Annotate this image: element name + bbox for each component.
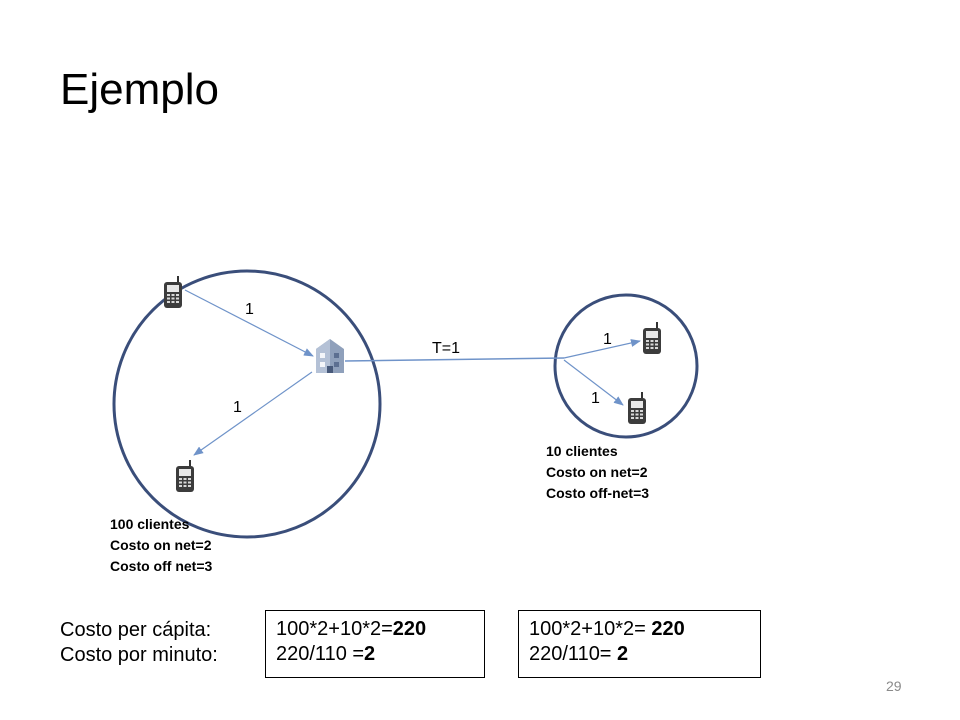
cost-box-2-result: 220 bbox=[651, 618, 685, 640]
inter-cell-link bbox=[344, 357, 565, 362]
right-cell-off-net-cost: Costo off-net=3 bbox=[546, 485, 650, 501]
left-arrow-to-switch bbox=[184, 289, 314, 357]
cost-box-1-division-result: 2 bbox=[364, 643, 376, 665]
cellphone-icon bbox=[163, 275, 183, 309]
cost-labels: Costo per cápita: Costo por minuto: bbox=[60, 618, 218, 668]
cost-per-capita-label: Costo per cápita: bbox=[60, 619, 212, 641]
left-arrow-to-phone bbox=[193, 371, 313, 456]
right-arrow-to-phone-bottom bbox=[563, 359, 624, 406]
right-edge-label-bottom: 1 bbox=[591, 390, 600, 407]
cost-per-minute-label: Costo por minuto: bbox=[60, 644, 218, 666]
right-cell-info: 10 clientes Costo on net=2 Costo off-net… bbox=[546, 441, 649, 504]
cellphone-icon bbox=[175, 459, 195, 493]
cost-box-1-line-1: 100*2+10*2=220 bbox=[276, 617, 474, 642]
cost-box-2-line-1: 100*2+10*2= 220 bbox=[529, 617, 750, 642]
cost-box-2-line-2: 220/110= 2 bbox=[529, 642, 750, 667]
slide-title: Ejemplo bbox=[60, 65, 219, 114]
building-icon bbox=[316, 339, 344, 373]
right-cell-circle bbox=[553, 293, 699, 439]
cost-box-1: 100*2+10*2=220 220/110 =2 bbox=[265, 610, 485, 678]
cost-box-2-division-result: 2 bbox=[617, 643, 629, 665]
cost-box-1-result: 220 bbox=[392, 618, 427, 640]
cellphone-icon bbox=[627, 391, 647, 425]
right-arrow-to-phone-top bbox=[563, 339, 641, 359]
cost-box-1-formula: 100*2+10*2= bbox=[276, 618, 393, 640]
left-cell-circle bbox=[112, 269, 382, 539]
page-number: 29 bbox=[886, 678, 902, 694]
link-label: T=1 bbox=[432, 340, 461, 357]
cellphone-icon bbox=[642, 321, 662, 355]
left-cell-off-net-cost: Costo off net=3 bbox=[110, 558, 213, 574]
right-cell-on-net-cost: Costo on net=2 bbox=[546, 464, 648, 480]
cost-box-1-division: 220/110 = bbox=[276, 643, 365, 665]
left-cell-info: 100 clientes Costo on net=2 Costo off ne… bbox=[110, 514, 212, 577]
left-edge-label-top: 1 bbox=[245, 301, 254, 318]
right-edge-label-top: 1 bbox=[603, 331, 612, 348]
cost-box-2: 100*2+10*2= 220 220/110= 2 bbox=[518, 610, 761, 678]
left-cell-clients: 100 clientes bbox=[110, 516, 190, 532]
cost-box-2-formula: 100*2+10*2= bbox=[529, 618, 652, 640]
left-edge-label-bottom: 1 bbox=[233, 399, 242, 416]
cost-box-2-division: 220/110= bbox=[529, 643, 618, 665]
right-cell-clients: 10 clientes bbox=[546, 443, 618, 459]
left-cell-on-net-cost: Costo on net=2 bbox=[110, 537, 212, 553]
cost-box-1-line-2: 220/110 =2 bbox=[276, 642, 474, 667]
